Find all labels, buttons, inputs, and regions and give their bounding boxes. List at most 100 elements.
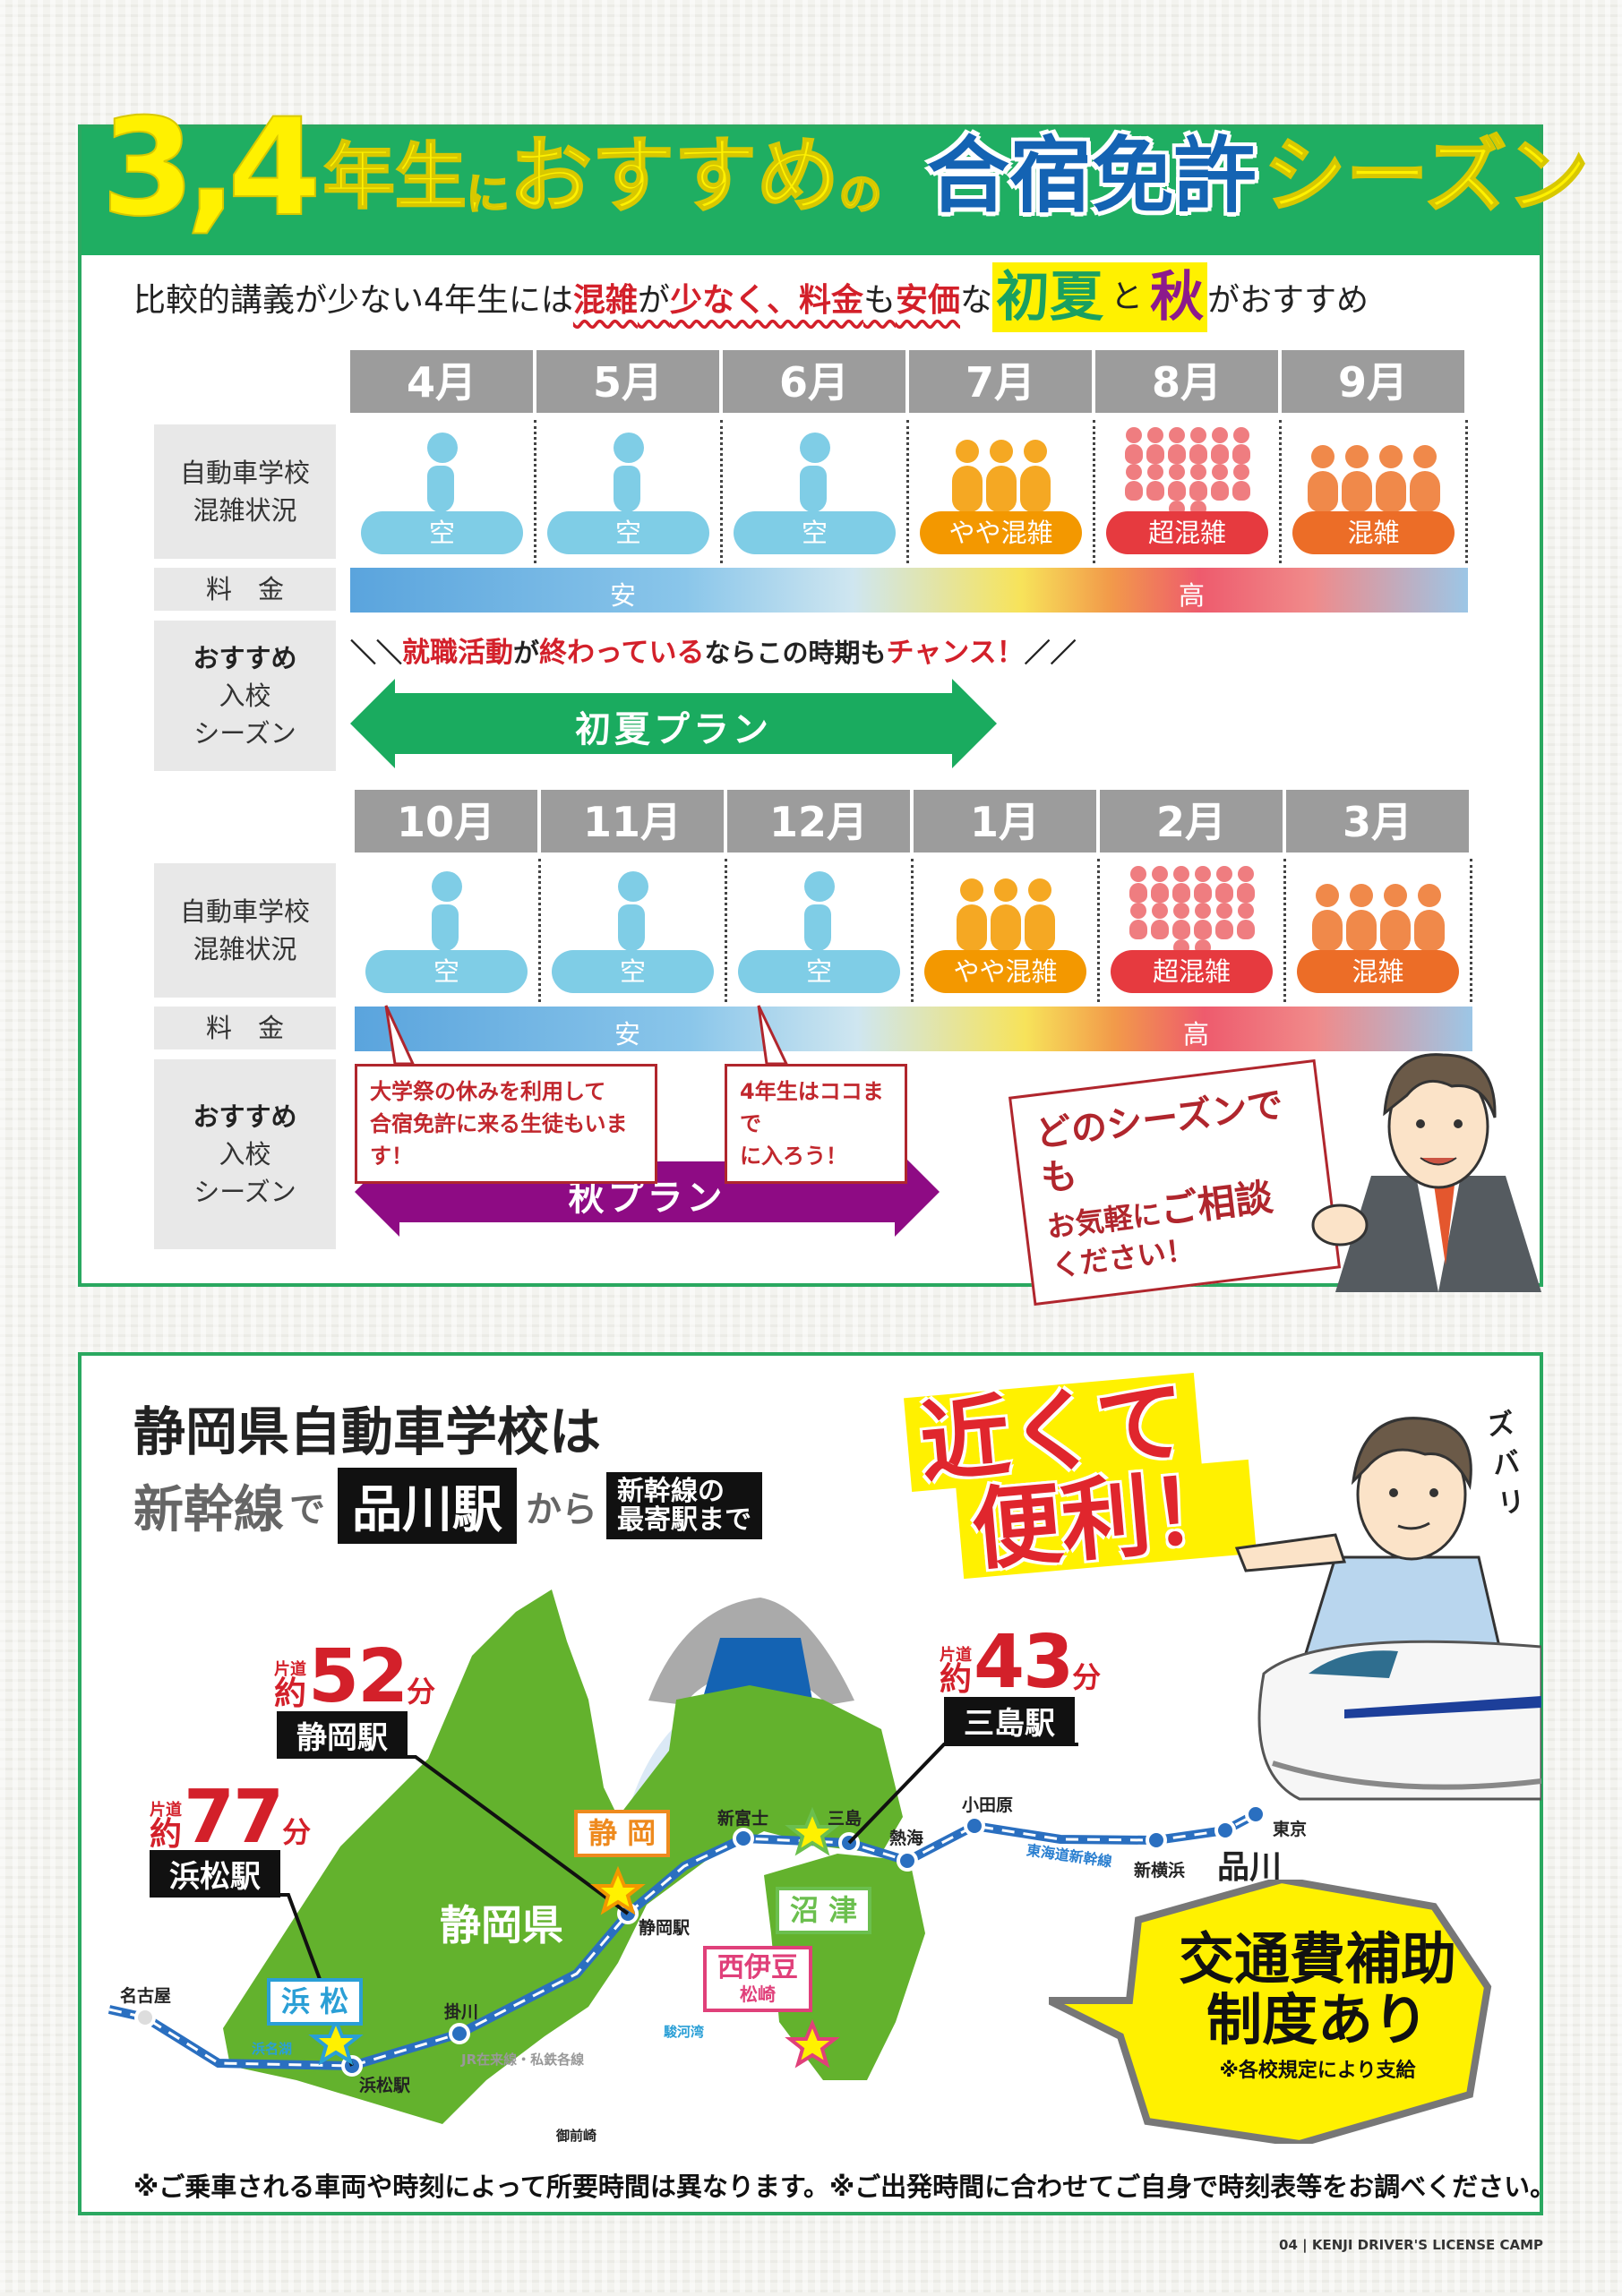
- approx-label: 約: [150, 1815, 183, 1853]
- congestion-level-badge: 空: [547, 511, 709, 554]
- approx-label: 約: [274, 1675, 307, 1712]
- person-icon: [1019, 440, 1051, 512]
- title-year: 年生: [322, 134, 468, 219]
- congestion-cell: 超混雑: [1095, 420, 1282, 563]
- chance-slash: ／／: [1024, 638, 1077, 668]
- access-section: 静岡県自動車学校は 新幹線 で 品川駅 から 新幹線の 最寄駅まで 近くて 便利…: [78, 1352, 1556, 2215]
- month-header: 2月: [1100, 790, 1283, 852]
- nearest-line: 最寄駅まで: [617, 1504, 751, 1536]
- person-icon: [431, 871, 462, 951]
- access-heading: 静岡県自動車学校は: [133, 1401, 602, 1462]
- sub-text: も: [862, 282, 896, 319]
- label-line: 入校: [219, 680, 271, 711]
- price-high-label: 高: [1183, 1019, 1210, 1049]
- station-kakegawa: 掛川: [444, 2002, 479, 2022]
- person-icon: [1150, 903, 1169, 939]
- nearest-station-box: 新幹線の 最寄駅まで: [606, 1472, 762, 1539]
- subsidy-line: 交通費補助: [1178, 1926, 1456, 1992]
- label-line: 自動車学校: [179, 895, 310, 927]
- congestion-cell: 空: [536, 420, 723, 563]
- tag-line: 西伊豆: [717, 1952, 798, 1983]
- de-text: で: [289, 1488, 325, 1530]
- title-season: シーズン: [1263, 127, 1590, 225]
- person-icon: [1210, 427, 1229, 464]
- congestion-level-badge: 空: [365, 950, 528, 993]
- person-icon: [1124, 427, 1143, 464]
- month-header: 9月: [1282, 350, 1464, 413]
- label-line: 混雑状況: [193, 495, 297, 526]
- price-row-label: 料 金: [154, 1007, 336, 1049]
- congestion-cell: 空: [723, 420, 909, 563]
- price-low-label: 安: [614, 1019, 641, 1049]
- label-line: 自動車学校: [179, 457, 310, 488]
- chance-text: ならこの時期も: [704, 638, 887, 668]
- sub-text: と: [1107, 262, 1147, 332]
- person-icon: [1129, 866, 1147, 903]
- congestion-level-badge: 超混雑: [1106, 511, 1268, 554]
- subtitle: 比較的講義が少ない4年生には 混雑 が 少なく、料金 も 安価 な 初夏と秋 が…: [133, 262, 1369, 332]
- sub-text: がおすすめ: [1207, 282, 1369, 319]
- congestion-cell: 空: [727, 859, 914, 1002]
- subsidy-line: 制度あり: [1206, 1987, 1429, 2053]
- person-icon: [1311, 884, 1343, 951]
- callout-line: 4年生はココまで: [740, 1079, 884, 1136]
- title-ni: に: [466, 168, 511, 220]
- congestion-cell: 混雑: [1286, 859, 1472, 1002]
- person-icon: [1214, 903, 1233, 939]
- minutes-unit: 分: [407, 1674, 436, 1709]
- one-way-label: 片道: [150, 1800, 182, 1820]
- person-icon: [617, 871, 648, 951]
- person-icon: [1171, 903, 1190, 939]
- chance-red: チャンス！: [886, 637, 1025, 669]
- omaezaki-label: 御前崎: [556, 2128, 597, 2144]
- person-icon: [1124, 464, 1143, 501]
- month-header: 4月: [350, 350, 533, 413]
- sub-text: が: [637, 282, 670, 319]
- minutes-unit: 分: [1072, 1659, 1102, 1694]
- job-hunting-chance-note: ＼＼就職活動が終わっているならこの時期もチャンス！／／: [350, 630, 1077, 670]
- prefecture-label: 静岡県: [440, 1901, 563, 1949]
- tag-hamamatsu: 浜 松: [267, 1978, 364, 2026]
- shinagawa-station-box: 品川駅: [338, 1468, 517, 1544]
- page-footer: 04 | KENJI DRIVER'S LICENSE CAMP: [1279, 2237, 1543, 2253]
- local-lines-label: JR在来線・私鉄各線: [461, 2052, 585, 2068]
- station-odawara: 小田原: [962, 1795, 1014, 1815]
- congestion-level-badge: 空: [738, 950, 900, 993]
- price-gradient-bar: 安高: [355, 1007, 1472, 1051]
- recommend-row-label: おすすめ入校シーズン: [154, 1059, 336, 1249]
- shinkansen-text: 新幹線: [133, 1481, 284, 1539]
- congestion-cell: 空: [541, 859, 727, 1002]
- station-tokyo: 東京: [1273, 1820, 1308, 1839]
- callout-line: に入ろう！: [740, 1144, 847, 1169]
- sub-text: な: [959, 282, 992, 319]
- person-icon: [799, 433, 830, 512]
- congestion-cell: やや混雑: [909, 420, 1095, 563]
- month-header: 11月: [541, 790, 724, 852]
- person-icon: [1345, 884, 1377, 951]
- congestion-cell: 混雑: [1282, 420, 1468, 563]
- person-icon: [1150, 866, 1169, 903]
- congestion-level-badge: やや混雑: [924, 950, 1086, 993]
- congestion-level-badge: やや混雑: [920, 511, 1082, 554]
- minutes-value: 43: [974, 1620, 1074, 1705]
- month-header: 8月: [1095, 350, 1278, 413]
- label-line: おすすめ: [193, 642, 297, 673]
- month-header: 6月: [723, 350, 905, 413]
- one-way-label: 片道: [940, 1645, 972, 1665]
- sub-text: 比較的講義が少ない4年生には: [133, 282, 573, 319]
- recommend-row-label: おすすめ入校シーズン: [154, 621, 336, 771]
- callout-festival: 大学祭の休みを利用して 合宿免許に来る生徒もいます！: [355, 1064, 657, 1184]
- callout-pointers: [384, 1005, 789, 1066]
- congestion-cell: 空: [355, 859, 541, 1002]
- access-subheading: 新幹線 で 品川駅 から 新幹線の 最寄駅まで: [133, 1468, 762, 1544]
- tag-numazu: 沼 津: [776, 1887, 872, 1934]
- congestion-level-badge: 空: [734, 511, 896, 554]
- label-line: 混雑状況: [193, 934, 297, 964]
- suruga-bay-label: 駿河湾: [664, 2024, 705, 2040]
- autumn-highlight: 秋: [1146, 262, 1208, 332]
- month-header: 1月: [914, 790, 1096, 852]
- kara-text: から: [526, 1488, 597, 1530]
